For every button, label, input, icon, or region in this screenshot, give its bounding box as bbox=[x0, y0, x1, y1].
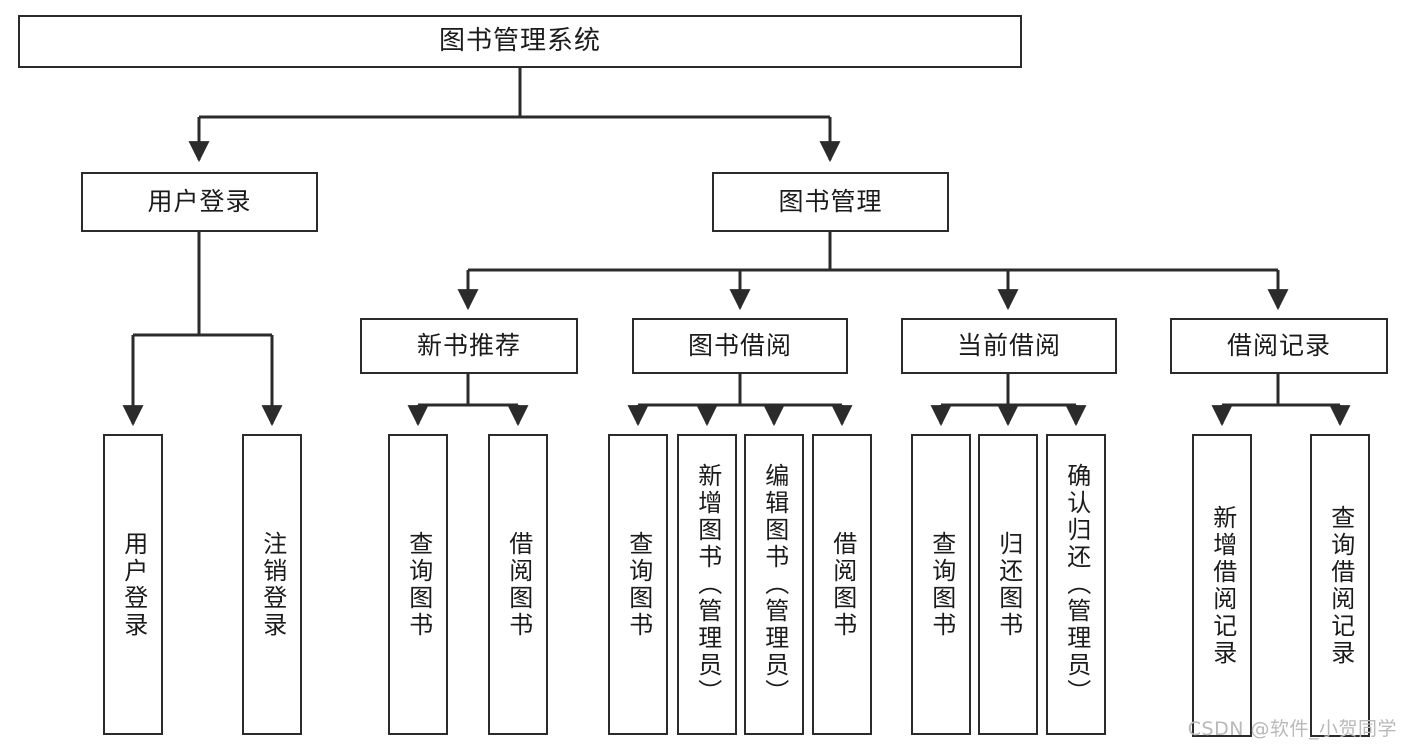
leaf-user-login-label: 用户登录 bbox=[119, 530, 148, 639]
node-root-label: 图书管理系统 bbox=[438, 26, 601, 57]
csdn-watermark: CSDN @软件_小贺同学 bbox=[1187, 718, 1397, 740]
leaf-borrow-add-book-label: 新增图书（管理员） bbox=[693, 463, 722, 706]
leaf-recommend-borrow-book-label: 借阅图书 bbox=[504, 530, 533, 639]
leaf-borrow-edit-book-label: 编辑图书（管理员） bbox=[760, 463, 789, 706]
node-book-management-label: 图书管理 bbox=[778, 187, 883, 217]
leaf-record-query-record-label: 查询借阅记录 bbox=[1326, 504, 1355, 667]
leaf-current-confirm-return-label: 确认归还（管理员） bbox=[1062, 463, 1091, 706]
leaf-borrow-query-book[interactable]: 查询图书 bbox=[608, 434, 668, 735]
node-book-management[interactable]: 图书管理 bbox=[712, 172, 949, 232]
leaf-borrow-query-book-label: 查询图书 bbox=[624, 530, 653, 639]
node-book-borrow[interactable]: 图书借阅 bbox=[632, 318, 848, 374]
node-root-system[interactable]: 图书管理系统 bbox=[18, 15, 1022, 68]
node-borrow-record[interactable]: 借阅记录 bbox=[1170, 318, 1388, 374]
node-borrow-record-label: 借阅记录 bbox=[1226, 331, 1331, 361]
leaf-current-query-book-label: 查询图书 bbox=[927, 530, 956, 639]
leaf-current-return-book-label: 归还图书 bbox=[994, 530, 1023, 639]
leaf-recommend-query-book[interactable]: 查询图书 bbox=[388, 434, 448, 735]
leaf-current-query-book[interactable]: 查询图书 bbox=[911, 434, 971, 735]
node-new-book-recommend[interactable]: 新书推荐 bbox=[360, 318, 578, 374]
node-current-borrow[interactable]: 当前借阅 bbox=[901, 318, 1117, 374]
leaf-borrow-edit-book[interactable]: 编辑图书（管理员） bbox=[744, 434, 804, 735]
leaf-record-query-record[interactable]: 查询借阅记录 bbox=[1310, 434, 1370, 737]
leaf-logout[interactable]: 注销登录 bbox=[242, 434, 302, 735]
leaf-recommend-borrow-book[interactable]: 借阅图书 bbox=[488, 434, 548, 735]
leaf-current-return-book[interactable]: 归还图书 bbox=[978, 434, 1038, 735]
leaf-current-confirm-return[interactable]: 确认归还（管理员） bbox=[1046, 434, 1106, 735]
leaf-record-add-record-label: 新增借阅记录 bbox=[1208, 504, 1237, 667]
leaf-borrow-borrow-book[interactable]: 借阅图书 bbox=[812, 434, 872, 735]
node-user-login-label: 用户登录 bbox=[147, 187, 252, 217]
leaf-user-login[interactable]: 用户登录 bbox=[103, 434, 163, 735]
node-new-book-recommend-label: 新书推荐 bbox=[416, 331, 521, 361]
node-user-login[interactable]: 用户登录 bbox=[81, 172, 318, 232]
leaf-recommend-query-book-label: 查询图书 bbox=[404, 530, 433, 639]
leaf-record-add-record[interactable]: 新增借阅记录 bbox=[1192, 434, 1252, 737]
node-current-borrow-label: 当前借阅 bbox=[956, 331, 1061, 361]
leaf-borrow-add-book[interactable]: 新增图书（管理员） bbox=[677, 434, 737, 735]
leaf-logout-label: 注销登录 bbox=[258, 530, 287, 639]
leaf-borrow-borrow-book-label: 借阅图书 bbox=[828, 530, 857, 639]
node-book-borrow-label: 图书借阅 bbox=[687, 331, 792, 361]
